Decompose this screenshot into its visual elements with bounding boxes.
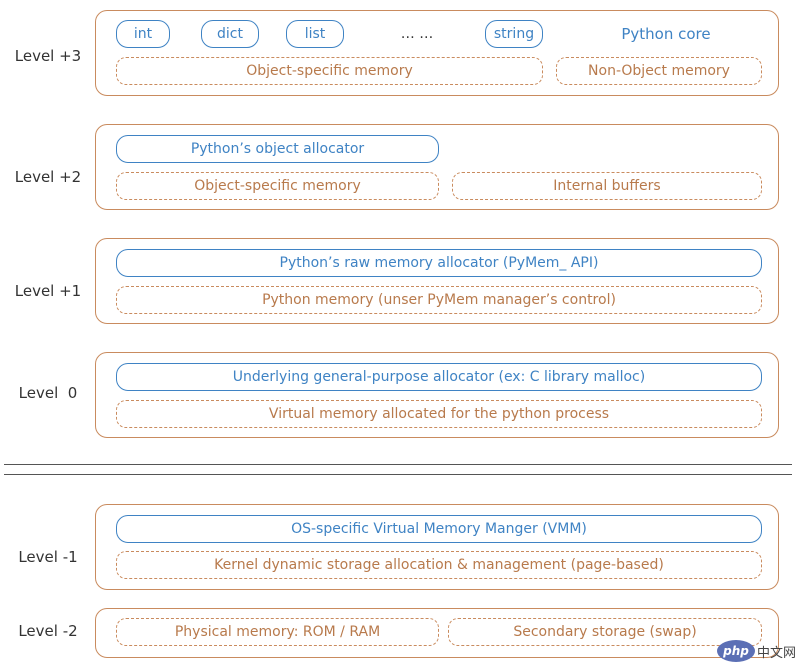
os-vmm: OS-specific Virtual Memory Manger (VMM) [116, 515, 762, 543]
internal-buffers: Internal buffers [452, 172, 762, 200]
physical-memory: Physical memory: ROM / RAM [116, 618, 439, 646]
level-minus2-panel: Physical memory: ROM / RAM Secondary sto… [95, 608, 779, 658]
level-minus1-label: Level -1 [18, 548, 78, 566]
ellipsis: … … [400, 26, 434, 42]
kernel-storage-allocation: Kernel dynamic storage allocation & mana… [116, 551, 762, 579]
object-allocator: Python’s object allocator [116, 135, 439, 163]
chip-list: list [286, 20, 344, 48]
level-plus3-panel: int dict list … … string Python core Obj… [95, 10, 779, 96]
level-0-panel: Underlying general-purpose allocator (ex… [95, 352, 779, 438]
level-plus3-label: Level +3 [14, 47, 82, 65]
object-specific-memory-l3: Object-specific memory [116, 57, 543, 85]
level-plus2-label: Level +2 [14, 168, 82, 186]
virtual-memory-process: Virtual memory allocated for the python … [116, 400, 762, 428]
python-core-label: Python core [621, 25, 711, 43]
non-object-memory: Non-Object memory [556, 57, 762, 85]
general-purpose-allocator: Underlying general-purpose allocator (ex… [116, 363, 762, 391]
level-plus1-label: Level +1 [14, 282, 82, 300]
separator-bottom [4, 474, 792, 475]
level-0-label: Level 0 [18, 384, 78, 402]
level-plus1-panel: Python’s raw memory allocator (PyMem_ AP… [95, 238, 779, 324]
level-minus2-label: Level -2 [18, 622, 78, 640]
chip-int: int [116, 20, 170, 48]
level-plus2-panel: Python’s object allocator Object-specifi… [95, 124, 779, 210]
level-minus1-panel: OS-specific Virtual Memory Manger (VMM) … [95, 504, 779, 590]
php-logo-icon: php [716, 640, 755, 662]
secondary-storage: Secondary storage (swap) [448, 618, 762, 646]
watermark: php 中文网 [716, 640, 796, 662]
python-memory: Python memory (unser PyMem manager’s con… [116, 286, 762, 314]
chip-dict: dict [201, 20, 259, 48]
chip-string: string [485, 20, 543, 48]
object-specific-memory-l2: Object-specific memory [116, 172, 439, 200]
raw-memory-allocator: Python’s raw memory allocator (PyMem_ AP… [116, 249, 762, 277]
watermark-site: 中文网 [756, 645, 796, 661]
separator-top [4, 464, 792, 465]
